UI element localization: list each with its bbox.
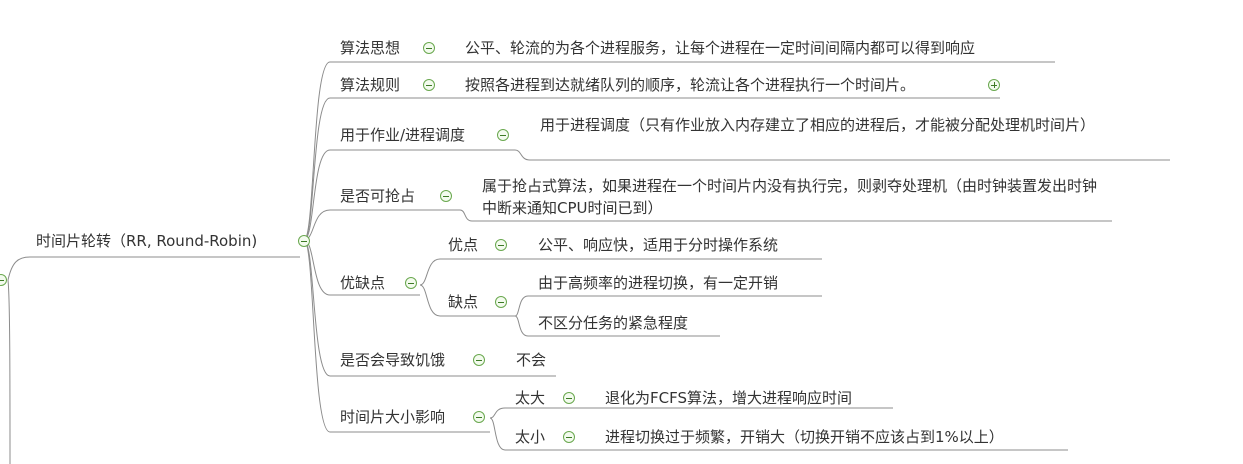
branch-node-time-slice-size[interactable]: 时间片大小影响 [340,408,446,426]
branch-node-algorithm-rules[interactable]: 算法规则 [340,76,401,94]
branch-node-preemptive[interactable]: 是否可抢占 [340,187,416,205]
leaf-node[interactable]: 用于进程调度（只有作业放入内存建立了相应的进程后，才能被分配处理机时间片） [540,116,1096,134]
leaf-node[interactable]: 公平、轮流的为各个进程服务，让每个进程在一定时间间隔内都可以得到响应 [465,39,976,57]
collapse-toggle-job-process-scheduling[interactable] [497,129,509,141]
leaf-node[interactable]: 进程切换过于频繁，开销大（切换开销不应该占到1%以上） [605,428,1004,446]
node-too-small[interactable]: 太小 [515,428,546,446]
expand-toggle-rules-leaf[interactable] [988,79,1000,91]
branch-node-pros-cons[interactable]: 优缺点 [340,274,386,292]
collapse-toggle-preemptive[interactable] [440,190,452,202]
collapse-toggle-starvation[interactable] [473,354,485,366]
leaf-node[interactable]: 按照各进程到达就绪队列的顺序，轮流让各个进程执行一个时间片。 [465,76,916,94]
collapse-toggle-time-slice-size[interactable] [473,411,485,423]
collapse-toggle-algorithm-idea[interactable] [423,42,435,54]
collapse-toggle-too-large[interactable] [563,392,575,404]
collapse-toggle-pros[interactable] [495,239,507,251]
node-too-large[interactable]: 太大 [515,389,546,407]
branch-node-starvation[interactable]: 是否会导致饥饿 [340,351,446,369]
node-pros[interactable]: 优点 [448,236,479,254]
leaf-node[interactable]: 不会 [516,351,547,369]
branch-node-job-process-scheduling[interactable]: 用于作业/进程调度 [340,126,466,144]
collapse-toggle-cons[interactable] [495,296,507,308]
leaf-node[interactable]: 公平、响应快，适用于分时操作系统 [538,236,779,254]
root-node[interactable]: 时间片轮转（RR, Round-Robin) [36,232,258,250]
collapse-toggle-algorithm-rules[interactable] [423,79,435,91]
node-cons[interactable]: 缺点 [448,293,479,311]
leaf-node[interactable]: 不区分任务的紧急程度 [538,314,689,332]
leaf-node[interactable]: 属于抢占式算法，如果进程在一个时间片内没有执行完，则剥夺处理机（由时钟装置发出时… [482,177,1098,217]
leaf-node[interactable]: 由于高频率的进程切换，有一定开销 [538,274,779,292]
collapse-toggle-too-small[interactable] [563,431,575,443]
branch-node-algorithm-idea[interactable]: 算法思想 [340,39,401,57]
collapse-toggle-root[interactable] [298,235,310,247]
collapse-toggle-pros-cons[interactable] [405,277,417,289]
leaf-node[interactable]: 退化为FCFS算法，增大进程响应时间 [605,389,852,407]
